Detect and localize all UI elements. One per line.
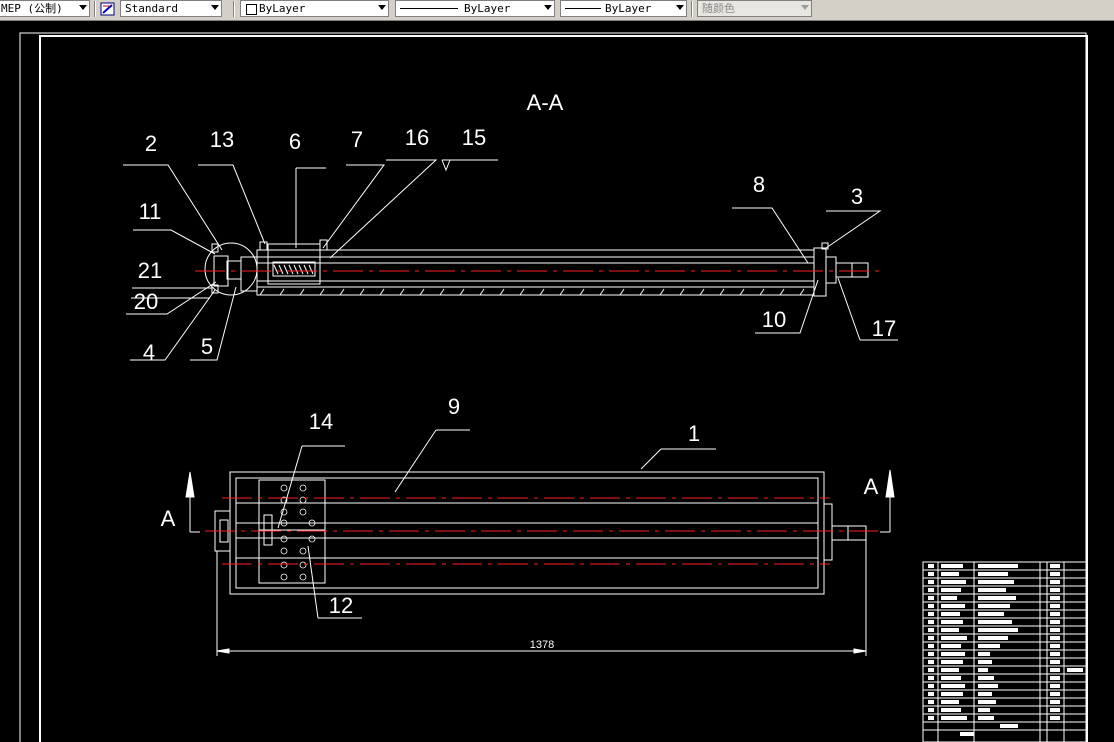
chevron-down-icon [211, 5, 219, 10]
plan-balloons: 14 9 1 12 [309, 394, 700, 618]
balloon-label: 10 [762, 307, 786, 332]
properties-toolbar: MEP (公制) Standard ByLayer ByLayer ByLaye… [0, 0, 1114, 21]
section-markers [185, 469, 895, 533]
balloon-label: 17 [872, 316, 896, 341]
plotstyle-combo-value: 随颜色 [702, 2, 735, 15]
balloon-label: 2 [145, 131, 157, 156]
dimstyle-combo-value: Standard [125, 2, 178, 15]
title-block-text-marks [928, 564, 1083, 736]
balloon-label: 16 [405, 125, 429, 150]
title-block [922, 561, 1087, 742]
balloon-label: 6 [289, 129, 301, 154]
lineweight-combo[interactable]: ByLayer [560, 0, 687, 17]
balloon-label: 1 [688, 421, 700, 446]
dimension-style-icon[interactable] [100, 1, 116, 17]
plotstyle-combo: 随颜色 [697, 0, 812, 17]
lineweight-sample-icon [565, 8, 601, 9]
balloon-label: 9 [448, 394, 460, 419]
plan-leaders [277, 429, 716, 619]
balloon-label: 8 [753, 172, 765, 197]
balloon-label: 13 [210, 127, 234, 152]
section-view [204, 239, 869, 297]
chevron-down-icon [544, 5, 552, 10]
layer-combo[interactable]: ByLayer [240, 0, 389, 17]
toolbar-separator [691, 1, 693, 17]
balloon-label: 15 [462, 125, 486, 150]
section-title: A-A [527, 90, 564, 115]
chevron-down-icon [676, 5, 684, 10]
lineweight-combo-value: ByLayer [605, 2, 652, 15]
balloon-label: 5 [201, 334, 213, 359]
balloon-label: 4 [143, 340, 155, 365]
dimstyle-combo[interactable]: Standard [120, 0, 222, 17]
chevron-down-icon [378, 5, 386, 10]
linetype-combo-value: ByLayer [464, 2, 511, 15]
balloon-label: 21 [138, 258, 162, 283]
balloon-label: 11 [139, 199, 162, 224]
overall-dimension [216, 540, 867, 656]
plan-centerlines [205, 497, 878, 565]
dimension-text: 1378 [530, 639, 554, 651]
balloon-label: 3 [851, 184, 863, 209]
section-marker-left: A [161, 506, 176, 531]
linetype-combo[interactable]: ByLayer [395, 0, 555, 17]
plan-view [214, 471, 867, 595]
balloon-label: 20 [134, 289, 158, 314]
style-combo-value: MEP (公制) [1, 2, 63, 15]
inner-border [39, 35, 1088, 742]
balloon-label: 7 [351, 127, 363, 152]
toolbar-separator [233, 1, 235, 17]
outer-border [19, 32, 1087, 742]
balloon-label: 12 [329, 593, 353, 618]
drawing-canvas[interactable]: A-A [0, 20, 1114, 742]
color-swatch-icon [246, 4, 257, 15]
section-leaders [123, 159, 898, 361]
balloon-label: 14 [309, 409, 333, 434]
section-marker-right: A [864, 474, 879, 499]
layer-combo-value: ByLayer [259, 2, 306, 15]
section-balloons: 2 13 6 7 16 15 8 3 11 21 20 4 5 10 17 [134, 125, 896, 365]
chevron-down-icon [79, 5, 87, 10]
linetype-sample-icon [400, 8, 458, 9]
toolbar-separator [94, 1, 96, 17]
style-combo[interactable]: MEP (公制) [0, 0, 90, 17]
chevron-down-icon [801, 5, 809, 10]
